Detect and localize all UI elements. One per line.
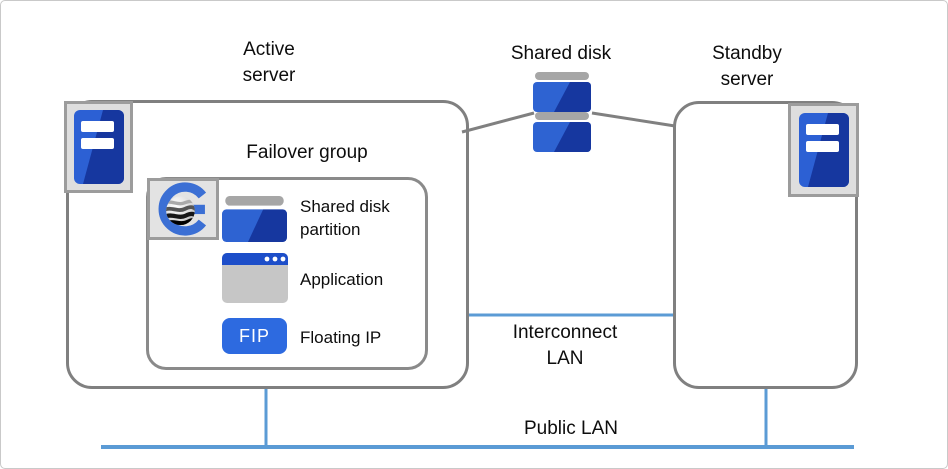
public-lan-label: Public LAN (524, 418, 618, 439)
failover-group-label: Failover group (246, 142, 368, 163)
interconnect-lan-label: Interconnect LAN (512, 322, 618, 369)
application-label: Application (300, 270, 384, 289)
shared-disk-to-active-line (461, 111, 535, 134)
standby-server-icon (788, 103, 859, 197)
active-server-label-line2: server (242, 65, 296, 86)
shared-disk-label: Shared disk (510, 43, 612, 64)
application-icon (222, 253, 288, 303)
standby-server-label-line2: server (720, 69, 774, 90)
standby-server-box (673, 101, 858, 389)
active-server-label-line1: Active (243, 39, 295, 60)
floating-ip-badge: FIP (222, 318, 287, 354)
shared-disk-to-standby-line (591, 111, 676, 128)
cluster-logo-frame (147, 178, 219, 240)
active-server-label: Active server (201, 37, 337, 89)
cluster-software-logo-icon (158, 182, 207, 236)
fip-badge-text: FIP (238, 325, 270, 346)
shared-disk-partition-label: Shared disk partition (300, 197, 390, 239)
active-server-box (66, 100, 469, 389)
floating-ip-label: Floating IP (300, 328, 382, 347)
active-server-icon (64, 101, 133, 193)
standby-server-label-line1: Standby (712, 43, 782, 64)
shared-disk-icon (532, 72, 592, 152)
standby-server-label: Standby server (677, 41, 817, 93)
shared-disk-partition-icon (222, 196, 287, 242)
server-tower-icon (73, 110, 124, 184)
server-tower-icon (798, 113, 849, 187)
